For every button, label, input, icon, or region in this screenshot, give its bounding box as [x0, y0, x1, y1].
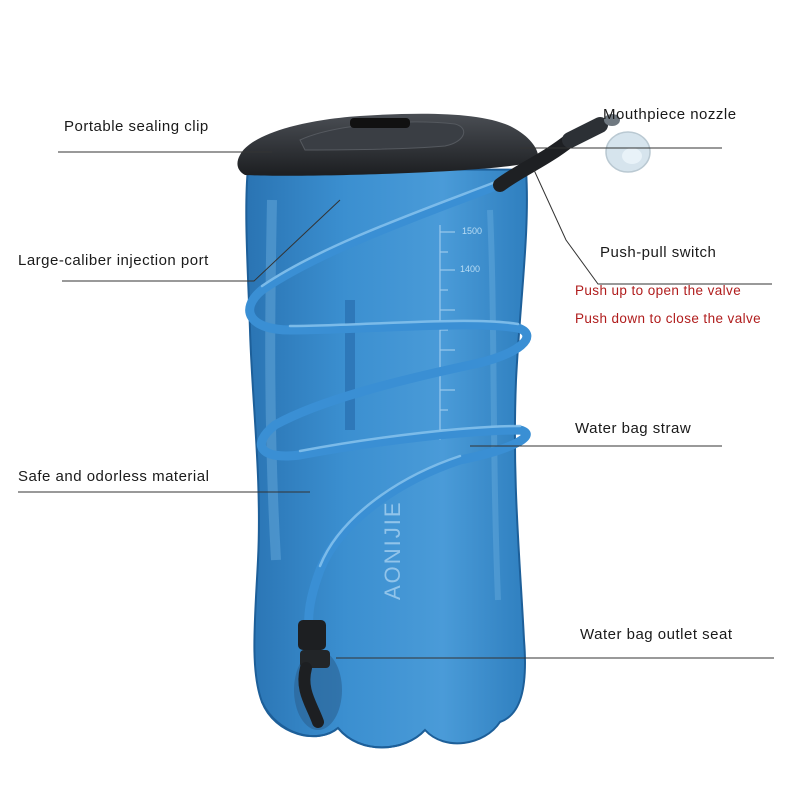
callout-outlet-seat: Water bag outlet seat — [580, 626, 733, 643]
callout-mouthpiece: Mouthpiece nozzle — [603, 106, 737, 123]
callout-straw: Water bag straw — [575, 420, 692, 437]
scale-mark-1400: 1400 — [460, 264, 481, 274]
sealing-clip-image — [237, 113, 539, 176]
bite-valve-image — [493, 114, 651, 192]
callout-injection-port: Large-caliber injection port — [18, 252, 209, 269]
volume-scale — [439, 225, 455, 440]
note-push-down: Push down to close the valve — [575, 311, 762, 326]
callout-sealing-clip: Portable sealing clip — [64, 118, 209, 135]
callout-push-pull: Push-pull switch — [600, 244, 717, 261]
brand-print: AONIJIE — [380, 500, 405, 600]
water-bladder-image — [245, 166, 528, 749]
note-push-up: Push up to open the valve — [575, 283, 742, 298]
scale-mark-1500: 1500 — [462, 226, 483, 236]
drinking-tube-image — [245, 180, 532, 645]
outlet-seat-image — [294, 620, 342, 730]
callout-material: Safe and odorless material — [18, 468, 210, 485]
leader-lines — [18, 147, 774, 659]
